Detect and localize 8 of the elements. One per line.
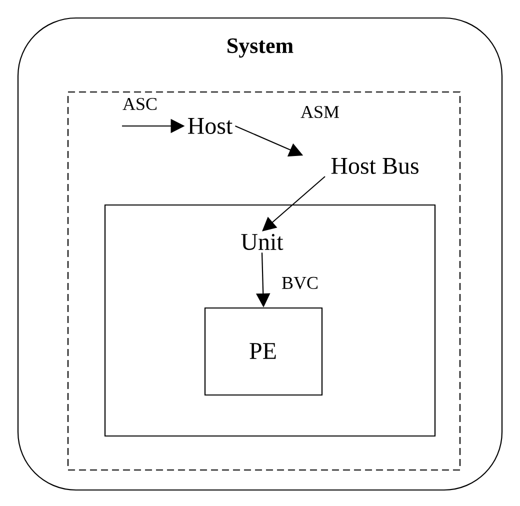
node-text: Host [188, 118, 233, 134]
pe-box: PE [204, 307, 323, 396]
arrow [262, 176, 326, 232]
dashed-boundary-box [67, 91, 461, 471]
edge-label: ASM [300, 104, 340, 120]
node-text: Host Bus [331, 158, 418, 174]
edge-label: BVC [280, 276, 320, 290]
edge-label: ASC [122, 96, 158, 112]
